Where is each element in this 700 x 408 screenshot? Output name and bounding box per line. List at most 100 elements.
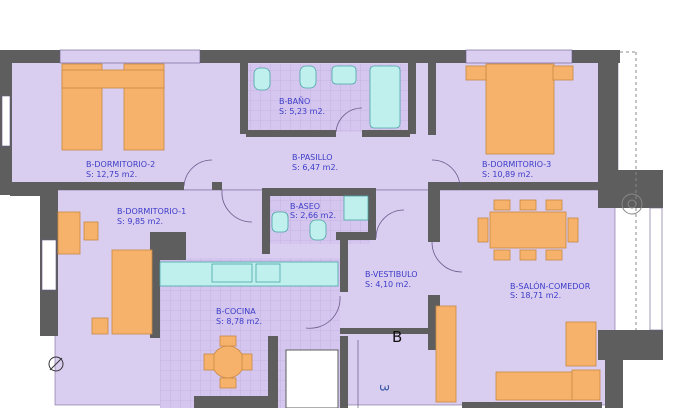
label-bano-name: B-BAÑO: [279, 96, 310, 106]
cocina-wall-right: [268, 336, 278, 408]
dorm1-wall-right: [150, 258, 160, 338]
dining-chair-b2: [519, 249, 537, 261]
dining-table: [489, 211, 567, 249]
label-cocina-name: B-COCINA: [216, 307, 256, 316]
entry-wall: [340, 328, 430, 334]
label-aseo-name: B-ASEO: [290, 202, 320, 211]
bano-wall-bottom-l: [246, 130, 336, 137]
kitchen-chair-left: [203, 353, 215, 371]
unit-letter: B: [392, 328, 402, 346]
aseo-wall-left: [262, 188, 270, 254]
dorm3-wall-left: [428, 60, 436, 135]
label-bano-area: S: 5,23 m2.: [279, 107, 325, 116]
nightstand-dorm3-right: [552, 65, 574, 81]
sideboard: [435, 305, 457, 403]
door-cocina: [305, 295, 341, 329]
bano-bidet: [253, 67, 271, 91]
dining-chair-t1: [493, 199, 511, 211]
armchair: [565, 321, 597, 367]
nightstand-dorm1: [91, 317, 109, 335]
bottom-wall: [194, 396, 270, 408]
bano-toilet: [299, 65, 317, 89]
door-dorm2: [183, 159, 213, 187]
stair: [285, 340, 359, 408]
sofa: [495, 371, 575, 401]
door-salon: [431, 241, 463, 273]
aseo-wall-top: [262, 188, 372, 196]
dining-chair-b1: [493, 249, 511, 261]
kitchen-table: [211, 345, 245, 379]
right-wall-bottom: [605, 355, 623, 408]
stair-wall: [340, 336, 348, 408]
aseo-wall-right: [368, 188, 376, 240]
aseo-shower: [343, 195, 369, 221]
salon-wall-left-upper: [428, 182, 440, 242]
bano-wall-left: [240, 62, 248, 134]
kitchen-hob: [255, 263, 281, 283]
dorm2-wall-bottom: [12, 182, 184, 190]
aseo-toilet: [309, 219, 327, 241]
label-dorm1-name: B-DORMITORIO-1: [117, 207, 186, 216]
kitchen-chair-bottom: [219, 377, 237, 389]
window-dorm3-top: [465, 49, 573, 64]
dining-chair-t2: [519, 199, 537, 211]
label-cocina-area: S: 8,78 m2.: [216, 317, 262, 326]
label-vestibulo-name: B-VESTIBULO: [365, 270, 418, 279]
dorm3-wall-bottom: [432, 182, 600, 190]
window-salon: [649, 207, 663, 331]
label-salon-name: B-SALÓN-COMEDOR: [510, 280, 591, 291]
dining-chair-left: [477, 217, 489, 243]
stair-number: 3: [377, 384, 391, 392]
label-dorm2-name: B-DORMITORIO-2: [86, 160, 155, 169]
bano-wall-bottom-r: [362, 130, 410, 137]
label-vestibulo-area: S: 4,10 m2.: [365, 280, 411, 289]
label-dorm2-area: S: 12,75 m2.: [86, 170, 137, 179]
window-dorm2: [1, 95, 11, 147]
chair-dorm1: [83, 221, 99, 241]
stair-well: [285, 349, 339, 408]
aseo-sink: [271, 211, 289, 233]
plant-icon: [621, 193, 643, 215]
dorm2-wall-stub: [212, 182, 222, 190]
left-notch-wall: [10, 186, 55, 196]
bed-dorm1: [111, 249, 153, 335]
bed-dorm3: [485, 63, 555, 155]
label-dorm3-name: B-DORMITORIO-3: [482, 160, 551, 169]
dorm1-wall-corner: [150, 232, 186, 260]
door-aseo: [375, 209, 405, 239]
door-bano: [335, 107, 363, 133]
room-labels: B-DORMITORIO-2 S: 12,75 m2. B-BAÑO S: 5,…: [86, 96, 591, 326]
label-salon-area: S: 18,71 m2.: [510, 291, 561, 300]
salon-wall-bottom: [462, 402, 602, 408]
fixtures: [159, 65, 401, 287]
dining-chair-right: [567, 217, 579, 243]
label-dorm3-area: S: 10,89 m2.: [482, 170, 533, 179]
bano-sink: [331, 65, 357, 85]
bano-bathtub: [369, 65, 401, 129]
door-dorm3: [431, 159, 461, 187]
kitchen-sink: [211, 263, 253, 283]
label-dorm1-area: S: 9,85 m2.: [117, 217, 163, 226]
bed-dorm2-headboard: [61, 69, 165, 89]
door-dorm1: [221, 189, 253, 223]
label-pasillo-name: B-PASILLO: [292, 153, 333, 162]
vestibulo-wall-left: [340, 232, 348, 292]
compass-symbol: [48, 356, 64, 372]
label-aseo-area: S: 2,66 m2.: [290, 211, 336, 220]
doors: [183, 107, 463, 329]
right-wall-step: [598, 170, 663, 208]
nightstand-dorm3-left: [465, 65, 487, 81]
furniture: [57, 63, 601, 403]
windows: [1, 49, 663, 331]
sofa-corner: [571, 369, 601, 401]
kitchen-chair-right: [241, 353, 253, 371]
right-wall-upper: [598, 50, 618, 170]
dining-chair-b3: [545, 249, 563, 261]
aseo-wall-bottom: [336, 232, 376, 240]
window-dorm1: [41, 239, 57, 291]
kitchen-chair-top: [219, 335, 237, 347]
desk-dorm1: [57, 211, 81, 255]
dining-chair-t3: [545, 199, 563, 211]
window-dorm2-top: [59, 49, 201, 64]
